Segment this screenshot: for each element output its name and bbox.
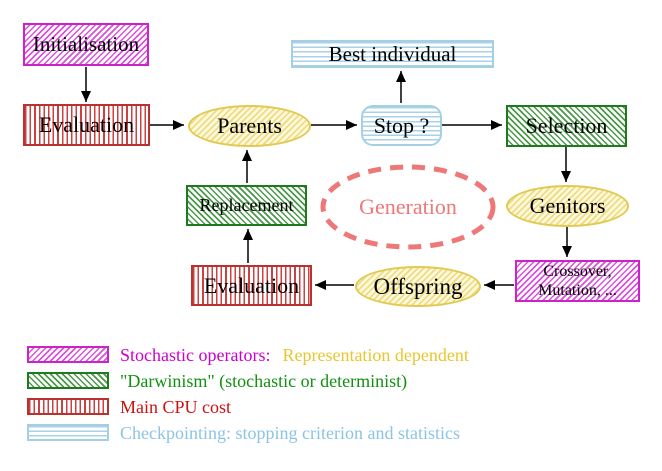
node-evaluation-top-label: Evaluation	[38, 112, 135, 137]
crossover-line1: Crossover,	[543, 263, 612, 280]
generation-label: Generation	[359, 194, 457, 219]
legend-text-cpu-cost: Main CPU cost	[120, 397, 232, 417]
node-offspring: Offspring	[355, 266, 481, 307]
crossover-line2: Mutation, ...	[538, 282, 617, 299]
node-parents-label: Parents	[217, 113, 282, 138]
node-offspring-label: Offspring	[373, 273, 463, 299]
legend-swatch-checkpointing	[27, 424, 109, 441]
legend-label-stochastic-operators: Stochastic operators: Representation depe…	[120, 344, 469, 366]
node-crossover-mutation-label: Crossover, Mutation, ...	[538, 262, 617, 300]
node-evaluation-bottom-label: Evaluation	[203, 272, 300, 298]
node-best-individual: Best individual	[291, 40, 494, 68]
legend-label-darwinism: "Darwinism" (stochastic or determinist)	[120, 370, 407, 392]
node-genitors: Genitors	[506, 185, 629, 227]
node-genitors-label: Genitors	[529, 193, 606, 218]
legend-swatch-cpu-cost	[27, 398, 109, 415]
legend-label-cpu-cost: Main CPU cost	[120, 396, 231, 418]
node-replacement: Replacement	[186, 185, 307, 226]
node-crossover-mutation: Crossover, Mutation, ...	[515, 260, 640, 302]
node-selection-label: Selection	[525, 113, 608, 138]
legend-text-checkpointing: Checkpointing: stopping criterion and st…	[120, 423, 460, 443]
node-stop: Stop ?	[361, 105, 442, 146]
node-initialisation: Initialisation	[23, 23, 149, 66]
node-stop-label: Stop ?	[373, 112, 430, 138]
legend-swatch-stochastic-operators	[27, 346, 109, 363]
node-selection: Selection	[506, 105, 627, 147]
node-replacement-label: Replacement	[199, 195, 294, 215]
node-initialisation-label: Initialisation	[32, 32, 140, 56]
legend-text-darwinism: "Darwinism" (stochastic or determinist)	[120, 371, 408, 391]
node-evaluation-bottom: Evaluation	[191, 265, 312, 306]
legend-text-stochastic: Stochastic operators:	[120, 345, 271, 365]
node-best-individual-label: Best individual	[328, 41, 457, 66]
legend-text-representation: Representation dependent	[282, 345, 469, 365]
node-evaluation-top: Evaluation	[23, 104, 150, 146]
node-parents: Parents	[188, 105, 311, 147]
legend-label-checkpointing: Checkpointing: stopping criterion and st…	[120, 422, 460, 444]
legend-swatch-darwinism	[27, 372, 109, 389]
generation-dashed-ellipse	[320, 164, 496, 250]
flow-arrows	[81, 67, 572, 290]
